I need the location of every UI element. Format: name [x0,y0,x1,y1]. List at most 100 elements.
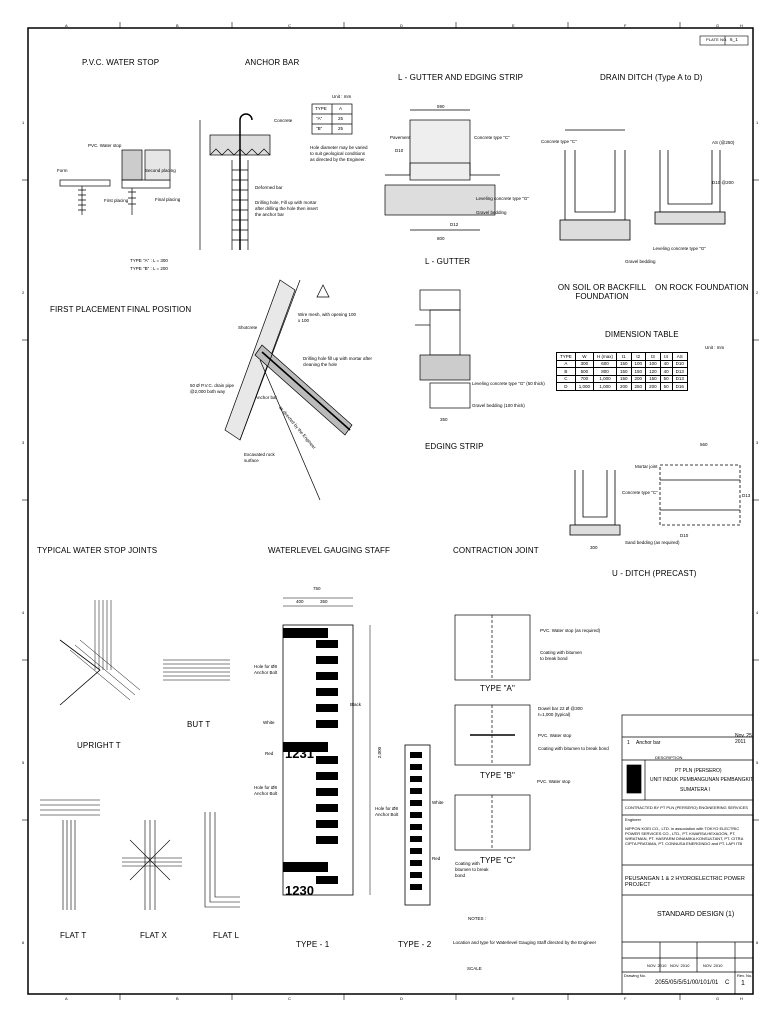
drain-ditch-detail [559,129,726,241]
label-type-1: TYPE - 1 [296,940,330,949]
u-note-sand: Sand bedding (as required) [625,540,680,545]
note-pvc-waterstop: PVC. Water stop [88,143,122,148]
border-column-mark: G [716,996,720,1001]
cell: 500 [574,367,595,376]
tb-sheet-no: 1 [741,980,745,987]
th-w: W [574,352,595,361]
note-deformed-bar: Deformed bar [255,185,283,190]
title-anchor-bar: ANCHOR BAR [245,58,300,67]
note-gravel-100: Gravel bedding (100 thick) [472,403,525,408]
notes-text: Location and type for Waterlevel Gauging… [453,940,597,945]
note-d12: D12 [450,222,459,227]
title-gauging-staff: WATERLEVEL GAUGING STAFF [268,546,390,555]
border-row-mark: 2 [22,290,25,295]
cj-note-coating-b: Coating with bitumen to break bond [538,746,609,751]
tb-consult-head: CONTRACTED BY PT PLN (PERSERO) ENGINEERI… [625,805,748,810]
drain-note-leveling: Leveling concrete type "G" [653,246,706,251]
cell: 200 [616,382,632,391]
note-first-placing: First placing [104,198,129,203]
gauge-dim-400: 400 [296,599,304,604]
cj-note-coating-c: Coating with bitumen to break bond [455,861,489,878]
gauge2-red: Red [432,856,441,861]
cj-note-pvc-required: PVC. Water stop (as required) [540,628,601,633]
note-excavated-rock: Excavated rock surface [244,452,275,463]
plate-value: 6_1 [730,37,738,42]
label-flat-l: FLAT L [213,931,240,940]
note-shotcrete: Shotcrete [238,325,258,330]
cell: 150 [616,359,632,368]
cell: 100 [630,359,647,368]
table-row: C 700 1,000 150 200 150 50 D13 [556,374,688,383]
note-type-a-length: TYPE "A" : L = 300 [130,258,168,263]
border-row-mark: 3 [22,440,25,445]
anchor-table-row1-type: "A" [316,116,323,121]
cell: 1,000 [593,382,618,391]
tb-rev-desc: Anchor bar [636,740,661,746]
anchor-table-row1-val: 25 [338,116,344,121]
cell: D [556,382,576,391]
tb-engineer-label: Engineer [625,817,642,822]
note-hole-diameter: Hole diameter may be varied to suit geol… [310,145,368,162]
th-t1: t1 [616,352,632,361]
notes-label: NOTES : [468,916,487,921]
th-t4: t4 [659,352,673,361]
cell: 700 [574,374,595,383]
cell: D13 [671,367,688,376]
border-row-mark: 2 [756,290,759,295]
note-d10: D10 [395,148,404,153]
title-typical-waterstop-joints: TYPICAL WATER STOP JOINTS [37,546,158,555]
cell: 1,000 [574,382,595,391]
th-t3: t3 [645,352,661,361]
title-rock-foundation: ON ROCK FOUNDATION [655,283,749,292]
tb-engineer: NIPPON KOEI CO., LTD. in association wit… [625,826,744,846]
th-type: TYPE [556,352,576,361]
border-column-mark: B [176,23,179,28]
border-column-mark: C [288,23,291,28]
tb-rev-no: 1 [627,740,630,746]
tb-date-1: NOV. 2010 [647,963,667,968]
dim-350: 350 [440,417,448,422]
border-row-mark: 1 [756,120,759,125]
cell: 250 [630,382,647,391]
cell: D13 [671,374,688,383]
border-row-mark: 6 [756,940,759,945]
border-column-mark: D [400,996,403,1001]
drain-note-concrete: Concrete type "C" [541,139,577,144]
u-note-concrete: Concrete type "C" [622,490,658,495]
cell: 120 [645,367,661,376]
border-row-mark: 5 [756,760,759,765]
border-column-mark: E [512,23,515,28]
border-column-mark: E [512,996,515,1001]
th-h: H (max) [593,352,618,361]
tb-date-2: NOV. 2010 [670,963,690,968]
cell: B [556,367,576,376]
note-concrete-c: Concrete type "C" [474,135,510,140]
gauge2-hole-note: Hole for Ø8 Anchor Bolt [375,806,399,817]
label-flat-x: FLAT X [140,931,167,940]
tb-rev-letter: C [725,980,730,986]
cell: 100 [645,359,661,368]
title-l-gutter: L - GUTTER [425,257,471,266]
u-dim-560: 560 [700,442,708,447]
note-pavement: Pavement [390,135,411,140]
tb-sheet-label: Rev. No. [737,973,753,978]
cell: 150 [616,367,632,376]
note-concrete: Concrete [274,118,293,123]
tb-rev-head: DESCRIPTION [655,755,683,760]
label-type-2: TYPE - 2 [398,940,432,949]
tb-owner-2: UNIT INDUK PEMBANGUNAN PEMBANGKIT [650,777,754,783]
cj-note-pvc: PVC. Water stop [538,733,572,738]
border-column-mark: B [176,996,179,1001]
cell: 200 [630,374,647,383]
label-type-c: TYPE "C" [480,856,516,865]
u-dim-300: 300 [590,545,598,550]
tb-drawing-label: Drawing No. [624,973,647,978]
u-note-d10: D10 [680,533,689,538]
gauge-dim-350: 350 [320,599,328,604]
plate-label: PLATE NO. [706,37,728,42]
u-note-d13: D13 [742,493,751,498]
tb-drawing-no: 2055/05/5/51/00/101/01 [655,980,719,986]
label-upright-t: UPRIGHT T [77,741,121,750]
tb-rev-date: Nov. 25 2011 [735,733,752,745]
